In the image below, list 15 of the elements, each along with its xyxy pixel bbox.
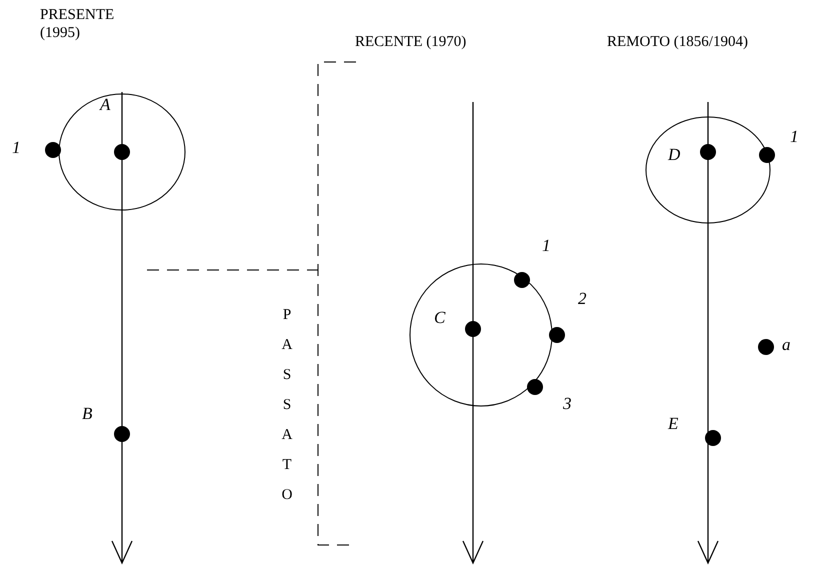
heading: PRESENTE (1995): [40, 6, 116, 42]
point-label: C: [434, 309, 446, 327]
heading: REMOTO (1856/1904): [607, 33, 748, 51]
point-label: D: [668, 146, 680, 164]
point-label: E: [668, 415, 678, 433]
point-label: 2: [578, 290, 586, 308]
point-label: 1: [542, 237, 550, 255]
point-label: B: [82, 405, 92, 423]
vertical-text: PASSATO: [281, 306, 293, 505]
point-label: a: [782, 336, 790, 354]
point-label: 1: [12, 139, 20, 157]
point-label: A: [100, 96, 110, 114]
point-label: 3: [563, 395, 572, 413]
point-label: 1: [790, 128, 798, 146]
heading: RECENTE (1970): [355, 33, 466, 51]
